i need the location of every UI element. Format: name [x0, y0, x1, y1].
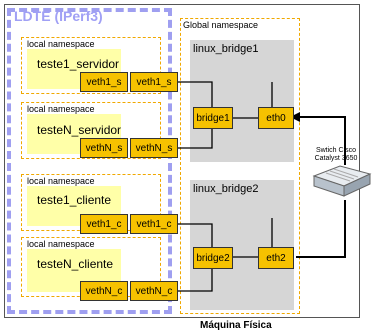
veth-outer: veth1_s — [130, 72, 178, 92]
linux-bridge-title: linux_bridge1 — [193, 43, 259, 55]
namespace-box-2 — [21, 102, 161, 159]
namespace-name: teste1_servidor — [37, 57, 120, 71]
namespace-name: testeN_servidor — [37, 123, 122, 137]
namespace-label: local namespace — [27, 39, 95, 49]
namespace-name: teste1_cliente — [37, 193, 112, 207]
bridge-node: bridge2 — [193, 247, 233, 269]
ldte-title: LDTE (IPerf3) — [14, 8, 103, 24]
switch-label: Swtich Cisco Catalyst 3650 — [305, 147, 367, 163]
veth-outer: vethN_c — [130, 281, 178, 301]
namespace-name: testeN_cliente — [37, 257, 114, 271]
linux-bridge-region-2 — [190, 180, 294, 310]
physical-machine-label: Máquina Física — [200, 320, 272, 331]
namespace-label: local namespace — [27, 104, 95, 114]
veth-outer: vethN_s — [130, 138, 178, 158]
linux-bridge-title: linux_bridge2 — [193, 183, 259, 195]
veth-inner: vethN_c — [80, 281, 128, 301]
ldte-container — [7, 8, 172, 314]
linux-bridge-region-1 — [190, 40, 294, 162]
switch-icon — [312, 165, 372, 197]
switch-label-line2: Catalyst 3650 — [314, 155, 358, 162]
switch-label-line1: Swtich Cisco — [315, 147, 357, 154]
global-namespace-label: Global namespace — [183, 20, 259, 30]
eth-node: eth2 — [258, 247, 294, 269]
veth-inner: vethN_s — [80, 138, 128, 158]
veth-outer: veth1_c — [130, 214, 178, 234]
global-namespace-box — [180, 18, 300, 314]
namespace-label: local namespace — [27, 176, 95, 186]
eth-node: eth0 — [258, 107, 294, 129]
namespace-box-1 — [21, 37, 161, 94]
bridge-node: bridge1 — [193, 107, 233, 129]
namespace-label: local namespace — [27, 239, 95, 249]
veth-inner: veth1_s — [80, 72, 128, 92]
physical-machine-box — [4, 4, 360, 318]
veth-inner: veth1_c — [80, 214, 128, 234]
